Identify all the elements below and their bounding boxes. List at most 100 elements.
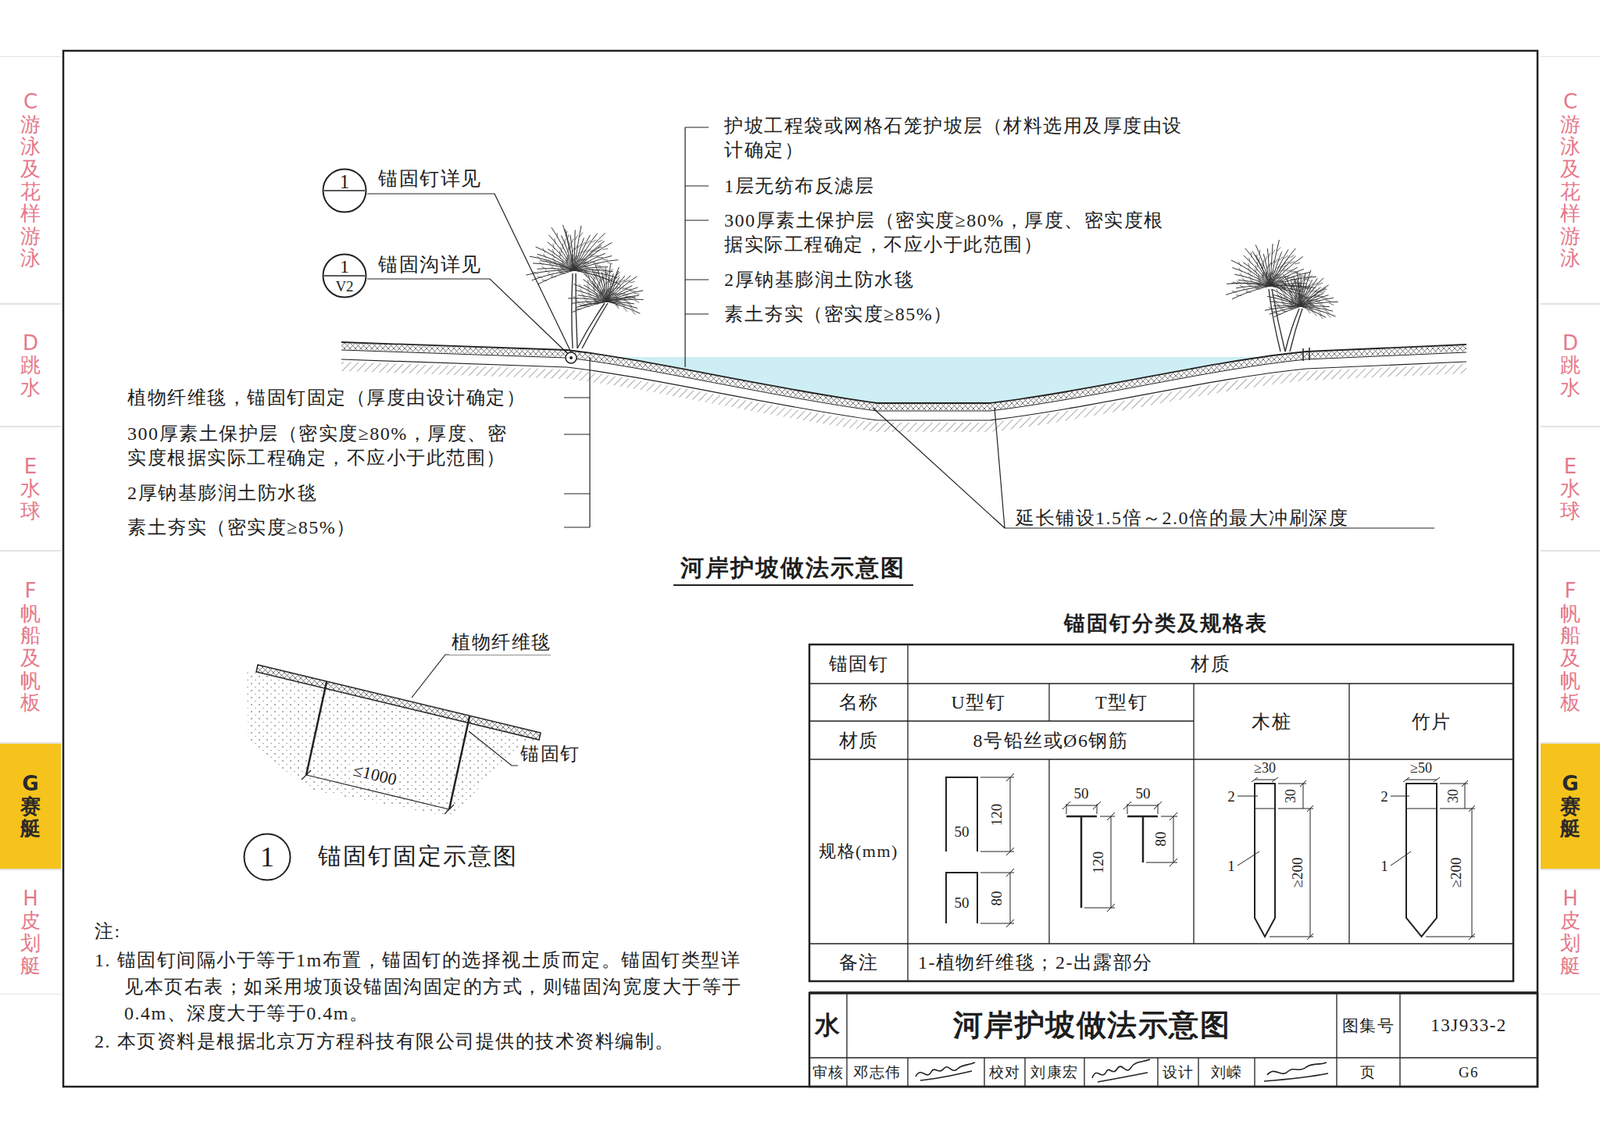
palm-crown — [1326, 314, 1331, 318]
palm-crown — [596, 264, 602, 267]
palm-crown — [1255, 288, 1261, 290]
nail-figure — [1406, 783, 1437, 937]
palm-crown — [1252, 251, 1271, 286]
palm-crown — [632, 310, 636, 315]
palm-crown — [1300, 278, 1304, 284]
title-block-text: 校对 — [984, 1057, 1025, 1087]
callout-label: 2厚钠基膨润土防水毯 — [127, 481, 318, 506]
palm-crown — [541, 266, 547, 270]
palm-crown — [529, 256, 575, 271]
palm-crown — [1319, 291, 1325, 293]
palm-crown — [602, 248, 608, 250]
palm-crown — [1289, 287, 1292, 293]
palm-crown — [551, 227, 575, 271]
anchor-trench — [1303, 347, 1310, 361]
palm-crown — [1248, 275, 1253, 280]
palm-crown — [1239, 273, 1244, 278]
palm-crown — [597, 282, 600, 289]
palm-crown — [559, 250, 561, 257]
palm-crown — [560, 246, 562, 253]
palm-crown — [1264, 270, 1339, 320]
palm-crown — [592, 269, 608, 302]
palm-crown — [1225, 285, 1271, 295]
palm-crown — [568, 242, 571, 248]
palm-crown — [1321, 297, 1328, 300]
tab-label: E水球 — [1560, 455, 1581, 523]
table-cell: 规格(mm) — [809, 759, 908, 944]
palm-crown — [573, 296, 579, 300]
palm-crown — [1275, 313, 1281, 315]
palm-crown — [571, 247, 575, 253]
palm-crown — [1253, 286, 1260, 289]
leader-line — [685, 127, 709, 368]
palm-crown — [1281, 300, 1286, 304]
palm-crown — [1245, 248, 1271, 286]
title-block-text: 邓志伟 — [846, 1057, 908, 1087]
tab-label: D跳水 — [20, 332, 41, 400]
palm-crown — [1308, 275, 1313, 279]
palm-crown — [1267, 248, 1271, 286]
nail-figure — [1237, 777, 1314, 940]
palm-crown — [1259, 250, 1261, 256]
palm-crown — [1248, 272, 1252, 278]
palm-crown — [1257, 261, 1259, 268]
palm-crown — [634, 292, 640, 294]
palm-crown — [1284, 285, 1286, 292]
palm-crown — [536, 256, 541, 261]
title-block-text: G6 — [1400, 1057, 1538, 1087]
palm-crown — [542, 247, 546, 253]
palm-crown — [563, 225, 575, 271]
palm-crown — [1267, 264, 1269, 271]
palm-crown — [544, 259, 549, 264]
callout-label: 300厚素土保护层（密实度≥80%，厚度、密实度根据实际工程确定，不应小于此范围… — [127, 421, 518, 471]
palm-crown — [1250, 252, 1253, 258]
note-text: 2. 本页资料是根据北京万方程科技有限公司提供的技术资料编制。 — [94, 1028, 798, 1055]
dimension-text: 2 — [1380, 789, 1389, 804]
title-block — [809, 992, 1538, 1087]
palm-crown — [589, 275, 608, 302]
dimension-text: ≥200 — [1289, 857, 1305, 889]
palm-crown — [581, 292, 586, 297]
nail-figure — [1066, 816, 1158, 908]
table-cell: 材质 — [809, 721, 908, 760]
palm-crown — [547, 274, 554, 276]
tab-label: C游泳及花样游泳 — [20, 90, 41, 270]
palm-crown — [575, 308, 582, 310]
palm-crown — [1291, 285, 1293, 291]
palm-crown — [557, 269, 562, 272]
palm-crown — [607, 262, 613, 265]
table-cell: 材质 — [907, 644, 1514, 684]
palm-crown — [1317, 282, 1323, 286]
palm-crown — [631, 296, 637, 299]
section-tab: G赛艇 — [0, 742, 61, 870]
table-cell: 8号铅丝或Ø6钢筋 — [907, 721, 1194, 760]
callout-label: 素土夯实（密实度≥85%） — [127, 515, 357, 540]
palm-crown — [597, 257, 604, 258]
tab-label: G赛艇 — [20, 772, 41, 840]
palm-crown — [1239, 285, 1245, 288]
palm-crown — [558, 271, 565, 273]
palm-crown — [615, 304, 620, 309]
palm-crown — [537, 253, 575, 271]
palm-crown — [1319, 314, 1323, 320]
title-block-text: 设计 — [1157, 1057, 1199, 1087]
palm-crown — [574, 242, 612, 271]
drawing-frame — [63, 50, 1538, 1087]
table-cell: 锚固钉 — [809, 644, 908, 684]
dimension-text: ≥200 — [1448, 857, 1464, 889]
palm-crown — [547, 242, 575, 271]
palm-crown — [1277, 246, 1281, 251]
palm-crown — [549, 263, 554, 267]
dimension-text: 50 — [954, 824, 970, 840]
section-tab: C游泳及花样游泳 — [0, 56, 61, 304]
palm-crown — [1267, 253, 1271, 258]
note-text: 1. 锚固钉间隔小于等于1m布置，锚固钉的选择视土质而定。锚固钉类型详见本页右表… — [94, 946, 744, 1027]
dimension-text: 30 — [1283, 789, 1298, 804]
palm-crown — [550, 267, 556, 271]
palm-crown — [1297, 280, 1301, 307]
table-cell: U型钉 — [907, 683, 1050, 722]
section-tab: D跳水 — [1540, 303, 1600, 427]
palm-crown — [574, 260, 618, 271]
callout-title: 锚固钉固定示意图 — [317, 844, 518, 868]
palm-crown — [599, 267, 604, 271]
